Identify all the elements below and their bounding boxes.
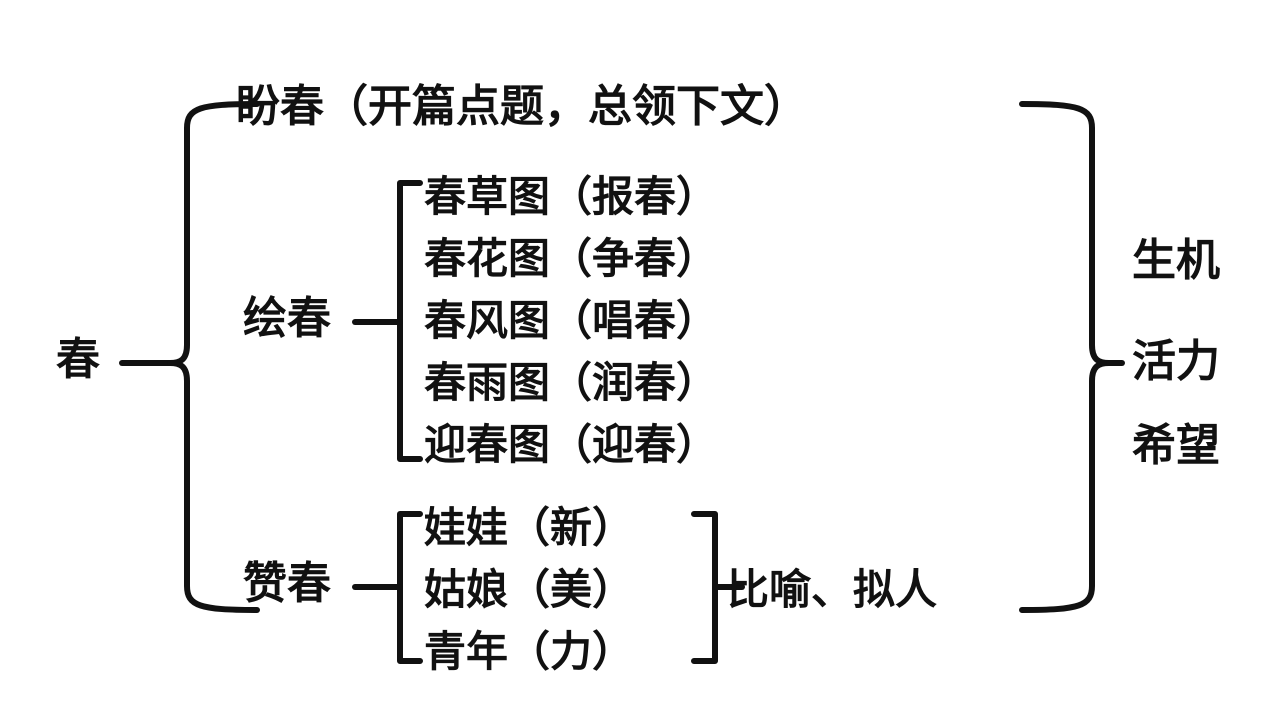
huichun-item-3: 春雨图（润春） <box>424 358 719 407</box>
main-left-brace <box>167 101 260 613</box>
zanchun-item-1: 姑娘（美） <box>424 565 635 614</box>
summary-right-brace <box>1019 101 1112 613</box>
root-label: 春 <box>56 334 100 385</box>
group-bracket-huichun <box>397 180 423 462</box>
summary-item-0: 生机 <box>1132 235 1220 286</box>
branch-item-panchun: 盼春（开篇点题，总领下文） <box>236 81 808 132</box>
huichun-item-1: 春花图（争春） <box>424 234 719 283</box>
summary-item-1: 活力 <box>1132 336 1220 387</box>
group-bracket-zanchun <box>397 511 423 664</box>
branch-label-huichun: 绘春 <box>243 293 331 344</box>
huichun-item-4: 迎春图（迎春） <box>424 420 719 469</box>
zanchun-item-2: 青年（力） <box>424 627 635 676</box>
zanchun-annotation: 比喻、拟人 <box>727 565 938 614</box>
summary-item-2: 希望 <box>1132 420 1220 471</box>
zanchun-item-0: 娃娃（新） <box>424 503 635 552</box>
branch-label-zanchun: 赞春 <box>243 558 331 609</box>
huichun-item-0: 春草图（报春） <box>424 172 719 221</box>
huichun-item-2: 春风图（唱春） <box>424 296 719 345</box>
group-bracket-zanchun-close <box>691 511 718 664</box>
